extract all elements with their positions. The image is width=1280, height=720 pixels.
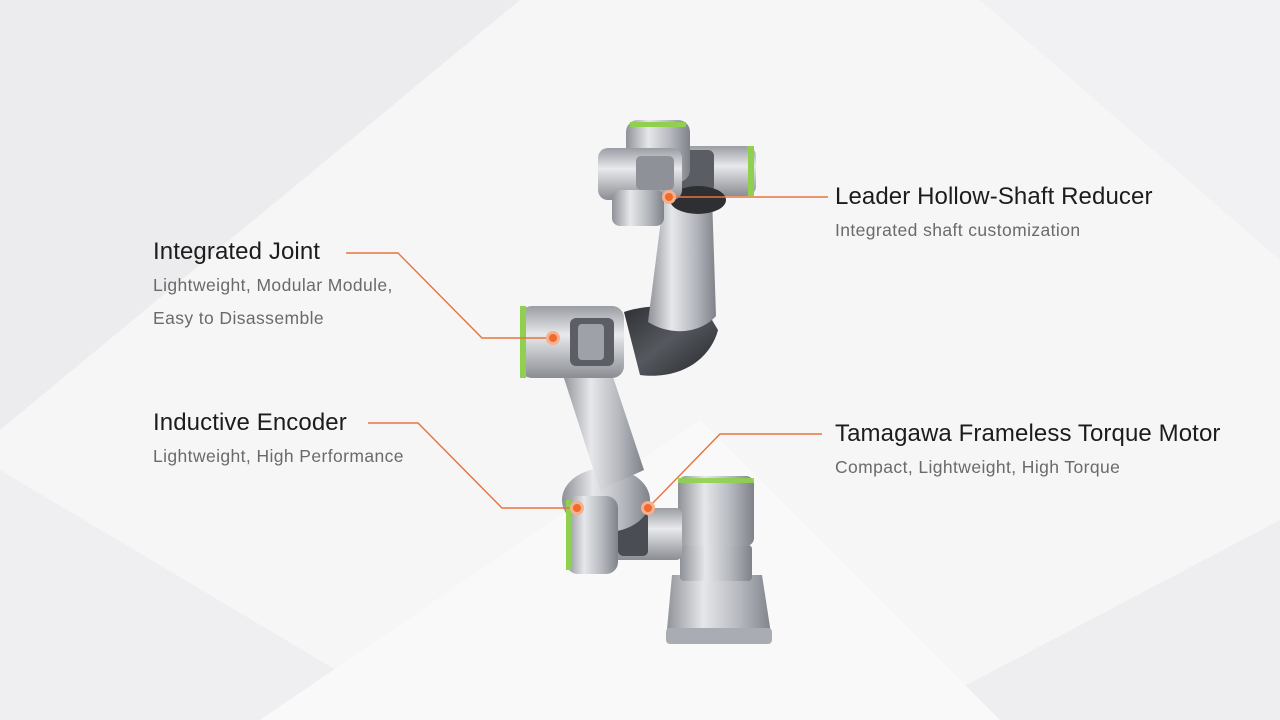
leader-line-torque-motor <box>647 433 822 509</box>
wrist-flange <box>598 120 690 226</box>
callout-description: Lightweight, High Performance <box>153 446 404 466</box>
upper-link <box>648 196 716 332</box>
marker-inductive-encoder <box>570 501 584 515</box>
callout-title: Tamagawa Frameless Torque Motor <box>835 420 1221 447</box>
callout-description: Integrated shaft customization <box>835 220 1081 240</box>
elbow-joint <box>562 468 650 574</box>
callout-description: Easy to Disassemble <box>153 308 324 328</box>
leader-line-inductive-encoder <box>368 422 576 509</box>
callout-title: Inductive Encoder <box>153 409 347 436</box>
lower-link <box>562 356 644 490</box>
callout-integrated-joint: Integrated Joint Lightweight, Modular Mo… <box>153 237 393 335</box>
leader-line-integrated-joint <box>346 252 552 339</box>
callout-description: Lightweight, Modular Module, <box>153 275 393 295</box>
callout-torque-motor: Tamagawa Frameless Torque Motor Compact,… <box>835 419 1220 484</box>
marker-torque-motor <box>641 501 655 515</box>
callout-title: Leader Hollow-Shaft Reducer <box>835 183 1153 210</box>
callout-hollow-shaft-reducer: Leader Hollow-Shaft Reducer Integrated s… <box>835 182 1153 247</box>
marker-reducer <box>662 190 676 204</box>
callout-description: Compact, Lightweight, High Torque <box>835 457 1121 477</box>
callout-inductive-encoder: Inductive Encoder Lightweight, High Perf… <box>153 408 404 473</box>
callout-title: Integrated Joint <box>153 238 321 265</box>
marker-integrated-joint <box>546 331 560 345</box>
integrated-joint-body <box>520 306 624 378</box>
